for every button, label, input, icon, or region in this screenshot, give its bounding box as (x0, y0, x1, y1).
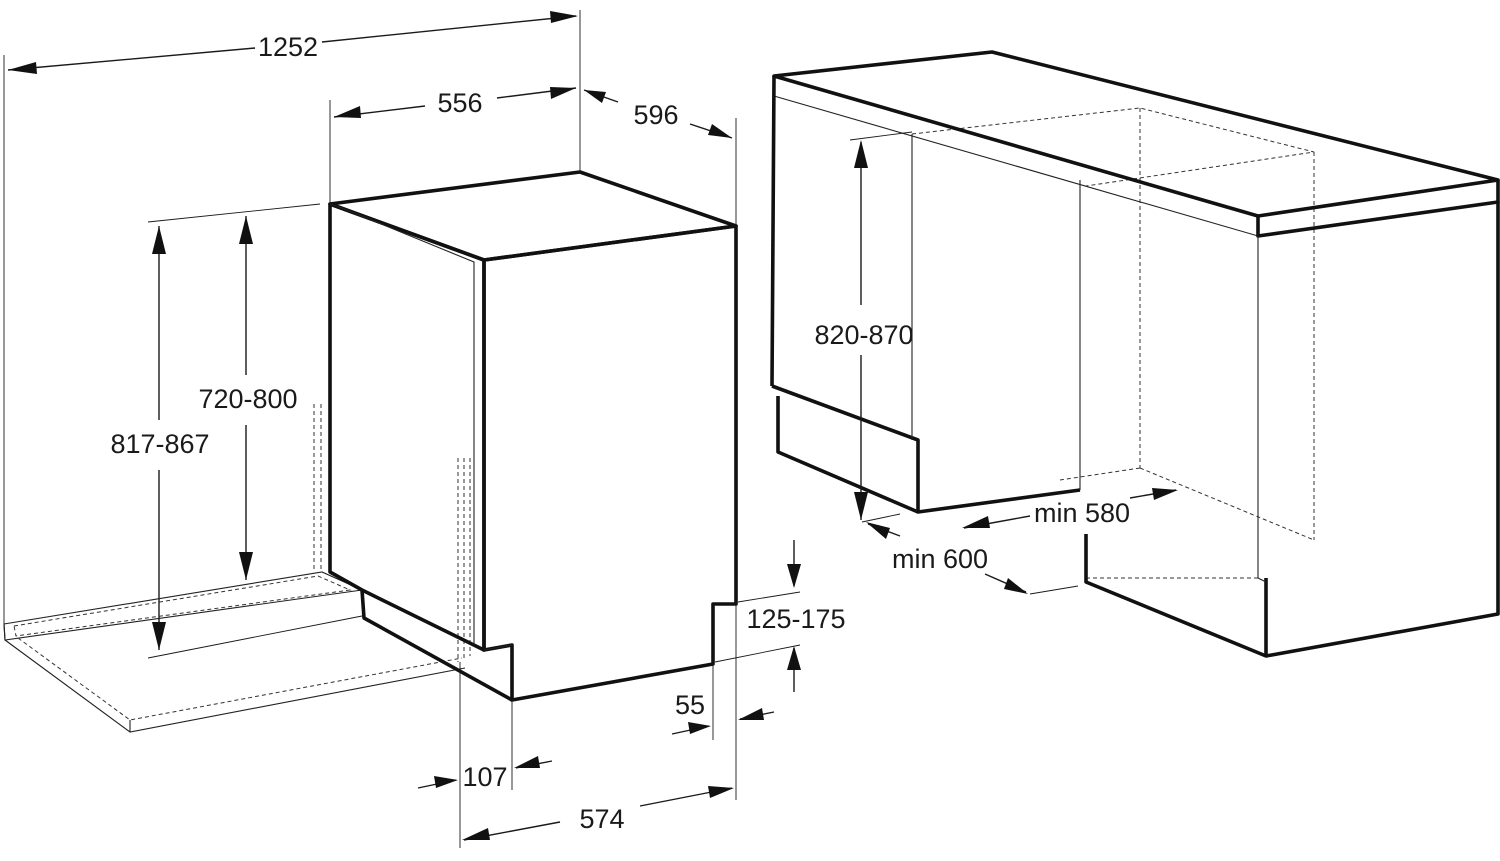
dim-107: 107 (417, 662, 553, 848)
dim-min-600: min 600 (861, 513, 1079, 595)
dim-556: 556 (329, 87, 577, 204)
appliance-body (328, 170, 738, 702)
label-596: 596 (633, 100, 678, 130)
label-720-800: 720-800 (198, 384, 297, 414)
left-cabinet (770, 75, 1081, 514)
dim-125-175: 125-175 (714, 540, 846, 692)
dim-min-580: min 580 (962, 488, 1178, 529)
dim-820-870: 820-870 (814, 131, 914, 520)
appliance-drawing: 1252 556 596 817-867 (3, 10, 846, 848)
dim-574: 574 (462, 786, 734, 841)
label-107: 107 (462, 762, 507, 792)
niche-drawing: 820-870 min 580 min 600 (770, 50, 1500, 658)
worktop (772, 50, 1500, 578)
right-cabinet (1084, 202, 1500, 658)
label-min-580: min 580 (1034, 498, 1130, 528)
door-panel (328, 202, 486, 652)
dim-1252: 1252 (3, 10, 581, 624)
adjacent-cabinet-dashes (313, 404, 471, 662)
floor-slab-outline (3, 571, 466, 733)
dim-720-800: 720-800 (198, 216, 298, 580)
dim-596: 596 (583, 89, 737, 226)
label-1252: 1252 (258, 32, 318, 62)
dim-817-867: 817-867 (110, 203, 363, 659)
label-55: 55 (675, 690, 705, 720)
niche-dashed-box (911, 107, 1315, 579)
label-125-175: 125-175 (746, 604, 845, 634)
label-820-870: 820-870 (814, 320, 913, 350)
label-556: 556 (437, 88, 482, 118)
label-817-867: 817-867 (110, 429, 209, 459)
label-min-600: min 600 (892, 544, 988, 574)
dim-55: 55 (671, 604, 775, 800)
label-574: 574 (579, 804, 624, 834)
